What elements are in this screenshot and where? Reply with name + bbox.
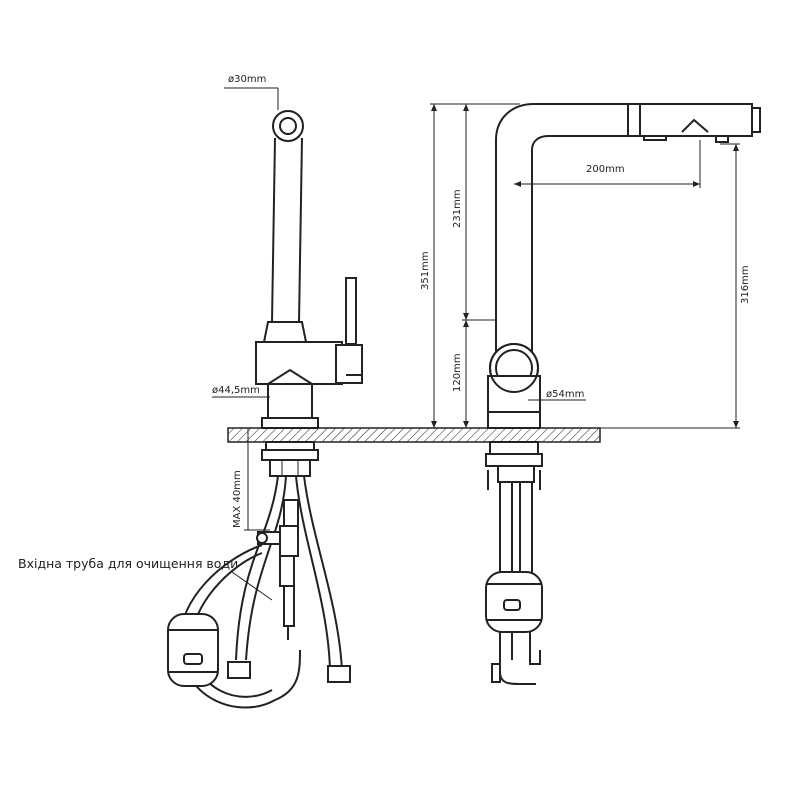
spout-outlet-ring [272, 110, 304, 142]
dim-d30: ø30mm [228, 74, 266, 85]
inlet-hose-right [295, 475, 331, 671]
spout-tube [271, 137, 303, 323]
annotation-inlet-pipe: Вхідна труба для очищення води [18, 556, 238, 571]
counterweight [167, 613, 219, 687]
dim-max40: MAX 40mm [232, 470, 243, 528]
dim-d44: ø44,5mm [212, 385, 260, 396]
pull-out-hose-loop [178, 544, 301, 709]
spout-body [495, 103, 752, 352]
dim-h120: 120mm [452, 353, 463, 392]
dim-h351: 351mm [420, 251, 431, 290]
left-faucet [167, 110, 363, 709]
filter-inlet-pipe [283, 585, 295, 627]
spout-outlet-inner [279, 117, 297, 135]
dim-d54: ø54mm [546, 389, 584, 400]
dim-h231: 231mm [452, 189, 463, 228]
mixer-body [255, 341, 343, 385]
right-faucet [485, 103, 761, 685]
dim-h316: 316mm [740, 265, 751, 304]
inlet-hose-left [235, 475, 279, 661]
left-base [267, 383, 313, 419]
dimension-lines [212, 87, 740, 601]
lever-handle [345, 277, 357, 345]
right-counterweight [485, 571, 543, 633]
dim-w200: 200mm [586, 164, 625, 175]
countertop [227, 427, 601, 443]
spray-head [627, 103, 753, 137]
